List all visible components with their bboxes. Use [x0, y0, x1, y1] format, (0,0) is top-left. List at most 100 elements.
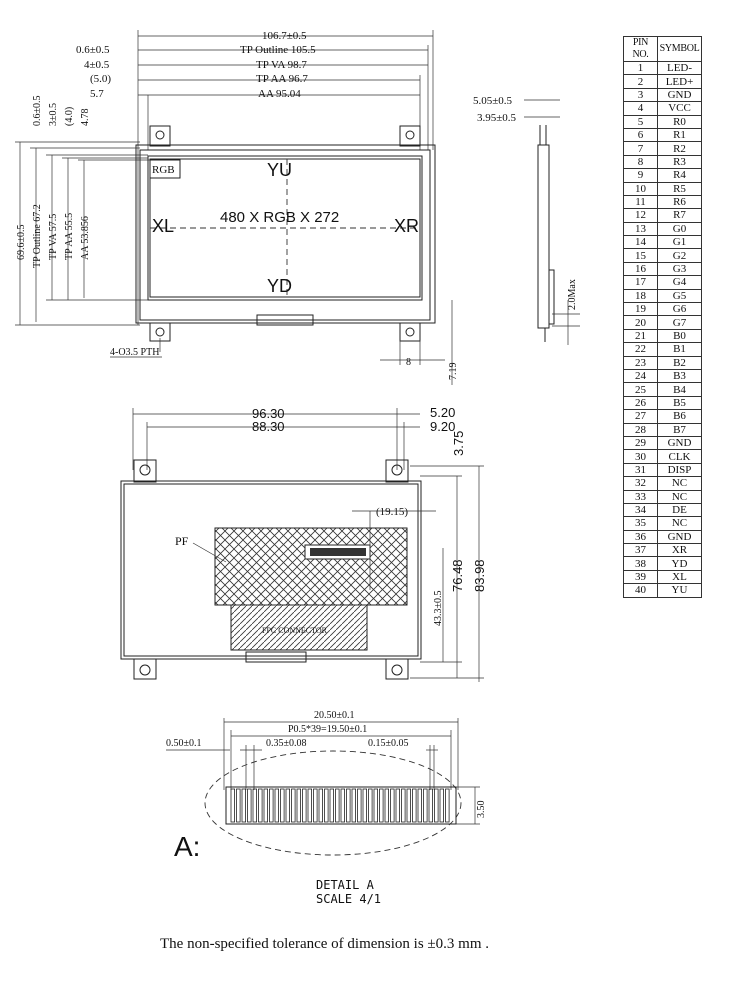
- fpc-pin: [423, 788, 428, 823]
- pin-number: 13: [623, 221, 658, 237]
- dim-right-offset2: 9.20: [430, 419, 455, 434]
- pin-number: 25: [623, 382, 658, 397]
- fpc-pin: [390, 788, 395, 823]
- pin-number: 34: [623, 502, 658, 518]
- pin-symbol: G3: [657, 261, 702, 277]
- dim-height-overall: 69.6±0.5: [16, 225, 27, 261]
- fpc-pin: [280, 788, 285, 823]
- fpc-pin: [379, 788, 384, 823]
- fpc-pin: [274, 788, 279, 823]
- pin-symbol: G5: [657, 288, 702, 304]
- dim-tp-va-offset: 4±0.5: [84, 59, 110, 71]
- dim-tp-va: TP VA 98.7: [256, 59, 307, 71]
- dim-holes: 4-O3.5 PTH: [110, 347, 159, 358]
- fpc-pin: [434, 788, 439, 823]
- fpc-pin: [445, 788, 450, 823]
- dim-pf-height: 43.3±0.5: [433, 591, 444, 627]
- pin-symbol: G7: [657, 315, 702, 330]
- fpc-pin: [291, 788, 296, 823]
- label-yd: YD: [267, 276, 292, 296]
- fpc-pin: [428, 788, 433, 823]
- pin-symbol: B5: [657, 395, 702, 411]
- pin-no-header: PIN NO.: [623, 36, 658, 62]
- fpc-pin: [285, 788, 290, 823]
- pin-symbol: XR: [657, 543, 702, 558]
- pin-number: 8: [623, 154, 658, 170]
- fpc-pin: [368, 788, 373, 823]
- fpc-pin: [406, 788, 411, 823]
- back-view: 96.30 88.30 5.20 9.20 3.75 FPC CONNECTOR…: [120, 405, 487, 682]
- pin-number: 19: [623, 302, 658, 317]
- pin-symbol: B2: [657, 355, 702, 370]
- dim-v-offset1: 0.6±0.5: [32, 96, 43, 127]
- dim-pin-width: 0.35±0.08: [266, 738, 307, 749]
- detail-marker: A:: [174, 831, 200, 862]
- fpc-pin: [258, 788, 263, 823]
- fpc-pin: [384, 788, 389, 823]
- pin-number: 35: [623, 516, 658, 531]
- pin-number: 28: [623, 422, 658, 437]
- pin-number: 10: [623, 181, 658, 196]
- pin-number: 21: [623, 328, 658, 344]
- dim-top-offset: 3.75: [451, 431, 466, 456]
- fpc-pin: [357, 788, 362, 823]
- dim-thickness-total: 5.05±0.5: [473, 95, 513, 107]
- pin-symbol: NC: [657, 476, 702, 491]
- pin-symbol: R7: [657, 208, 702, 223]
- fpc-pin: [263, 788, 268, 823]
- pin-symbol: XL: [657, 569, 702, 585]
- pin-number: 40: [623, 583, 658, 598]
- pin-number: 17: [623, 275, 658, 290]
- dim-fpc-offset: (19.15): [376, 506, 408, 518]
- side-view: 5.05±0.5 3.95±0.5 2.0Max: [473, 95, 580, 345]
- dim-thickness-body: 3.95±0.5: [477, 112, 517, 124]
- pin-number: 22: [623, 342, 658, 357]
- pin-number: 29: [623, 435, 658, 451]
- pin-symbol: G1: [657, 235, 702, 250]
- dim-height-aa: AA 53.856: [80, 216, 91, 260]
- pin-number: 11: [623, 194, 658, 210]
- pin-number: 6: [623, 127, 658, 143]
- fpc-pin: [296, 788, 301, 823]
- pin-symbol: R3: [657, 154, 702, 170]
- pin-symbol: B7: [657, 422, 702, 437]
- pin-number: 18: [623, 288, 658, 304]
- label-xl: XL: [152, 216, 174, 236]
- fpc-pin: [329, 788, 334, 823]
- dim-aa: AA 95.04: [258, 88, 301, 100]
- dim-tp-outline-offset: 0.6±0.5: [76, 44, 110, 56]
- fpc-pin: [395, 788, 400, 823]
- pin-symbol: B6: [657, 409, 702, 424]
- dim-pitch: P0.5*39=19.50±0.1: [288, 724, 367, 735]
- pin-symbol: GND: [657, 87, 702, 103]
- pin-number: 16: [623, 261, 658, 277]
- dim-v-offset4: 4.78: [80, 109, 91, 127]
- pin-symbol: R2: [657, 141, 702, 156]
- dim-v-offset2: 3±0.5: [48, 103, 59, 126]
- dim-height-inner: 76.48: [450, 559, 465, 592]
- pin-symbol: R6: [657, 194, 702, 210]
- pin-symbol: YU: [657, 583, 702, 598]
- fpc-pin: [302, 788, 307, 823]
- pin-number: 2: [623, 74, 658, 89]
- fpc-pin: [335, 788, 340, 823]
- pin-number: 24: [623, 368, 658, 384]
